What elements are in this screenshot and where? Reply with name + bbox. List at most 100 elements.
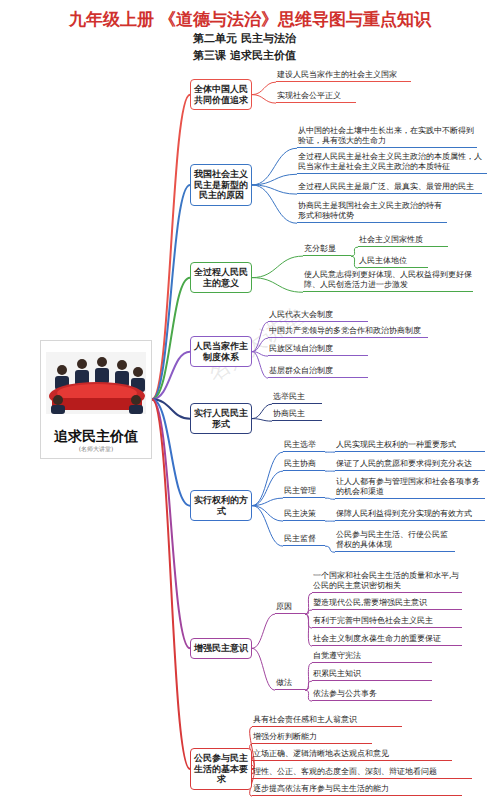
leaf-item: 原因 (275, 602, 305, 614)
branch-line (252, 419, 272, 422)
branch-line (252, 82, 276, 95)
branch-line (252, 148, 297, 185)
leaf-item: 积累民主知识 (312, 669, 432, 681)
branch-line (152, 185, 190, 399)
node-text: 充分彰显 (304, 244, 350, 254)
leaf-item: 理性、公正、客观的态度全面、深刻、辩证地看问题 (252, 767, 472, 779)
illustration-backdrop (46, 352, 146, 414)
branch-box: 实行人民民主形式 (190, 403, 252, 434)
node-text: 实现社会公平正义 (277, 91, 355, 101)
branch-line (252, 352, 268, 379)
person-head (117, 360, 127, 370)
leaf-item: 实现社会公平正义 (276, 91, 356, 103)
node-text: 民主管理 (284, 486, 324, 496)
leaf-item: 增强分析判断能力 (252, 732, 372, 744)
person-head (133, 367, 143, 377)
node-text: 基层群众自治制度 (269, 366, 367, 376)
branch-line (325, 521, 335, 522)
person-head (57, 365, 67, 375)
leaf-item: 民主决策 (283, 509, 325, 521)
leaf-item: 协商民主是我国社会主义民主政治的特有形式和独特优势 (297, 201, 447, 223)
person-head (53, 395, 63, 405)
node-text: 实行权利的方式 (194, 495, 248, 516)
node-text: 协商民主是我国社会主义民主政治的特有形式和独特优势 (298, 201, 446, 221)
node-text: 有利于完善中国特色社会主义民主 (313, 616, 461, 626)
branch-line (351, 256, 358, 268)
branch-line (252, 471, 283, 506)
branch-line (252, 648, 275, 690)
branch-line (252, 256, 303, 278)
leaf-item: 做法 (275, 678, 305, 690)
leaf-item: 人民实现民主权利的一种重要形式 (335, 440, 485, 452)
leaf-item: 民族区域自治制度 (268, 344, 368, 356)
node-text: 社会主义制度永葆生命力的重要保证 (313, 634, 461, 644)
branch-line (152, 95, 190, 400)
branch-box: 我国社会主义民主是新型的民主的原因 (190, 164, 252, 206)
node-text: 全体中国人民共同价值追求 (194, 84, 248, 105)
leaf-item: 充分彰显 (303, 244, 351, 256)
branch-box: 实行权利的方式 (190, 490, 252, 521)
leaf-item: 依法参与公共事务 (312, 689, 432, 701)
node-text: 公民参与民主生活、行使公民监督权的具体体现 (336, 530, 454, 550)
leaf-item: 民主监督 (283, 534, 325, 546)
branch-line (252, 614, 275, 648)
node-text: 增强分析判断能力 (253, 732, 371, 742)
node-text: 实行人民民主形式 (194, 408, 248, 429)
unit-heading: 第二单元 民主与法治 (193, 31, 296, 46)
branch-line (252, 506, 283, 522)
node-text: 依法参与公共事务 (313, 689, 431, 699)
node-text: 让人人都有参与管理国家和社会各项事务的机会和渠道 (336, 477, 484, 497)
node-text: 人民代表大会制度 (269, 310, 367, 320)
leaf-item: 公民参与民主生活、行使公民监督权的具体体现 (335, 530, 455, 552)
leaf-item: 让人人都有参与管理国家和社会各项事务的机会和渠道 (335, 477, 485, 499)
node-text: 民主决策 (284, 509, 324, 519)
branch-line (325, 498, 335, 499)
node-text: 立场正确、逻辑清晰地表达观点和意见 (253, 749, 451, 759)
node-text: 理性、公正、客观的态度全面、深刻、辩证地看问题 (253, 767, 471, 777)
node-text: 公民参与民主生活的基本要求 (194, 753, 248, 785)
leaf-item: 塑造现代公民,需要增强民主意识 (312, 598, 462, 610)
node-text: 做法 (276, 678, 304, 688)
leaf-item: 民主管理 (283, 486, 325, 498)
branch-line (252, 185, 297, 223)
leaf-item: 从中国的社会土壤中生长出来，在实践中不断得到验证，具有强大的生命力 (297, 126, 477, 148)
branch-line (305, 610, 312, 614)
page-title: 九年级上册 《道德与法治》思维导图与重点知识 (0, 8, 500, 31)
person-head (77, 359, 87, 369)
central-topic: 追求民主价值(名师大讲堂) (40, 340, 152, 459)
leaf-item: 一个国家和社会民主生活的质量和水平,与公民的民主意识密切相关 (312, 571, 462, 593)
leaf-item: 全过程人民民主是社会主义民主政治的本质属性，人民当家作主是社会主义民主政治的本质… (297, 152, 487, 174)
leaf-item: 社会主义国家性质 (358, 235, 448, 247)
leaf-item: 具有社会责任感和主人翁意识 (252, 715, 402, 727)
person-body (129, 405, 143, 414)
leaf-item: 基层群众自治制度 (268, 366, 368, 378)
leaf-item: 有利于完善中国特色社会主义民主 (312, 616, 462, 628)
lesson-heading: 第三课 追求民主价值 (193, 48, 296, 63)
node-text: 逐步提高依法有序参与民主生活的能力 (253, 784, 461, 794)
leaf-item: 民主选举 (283, 440, 325, 452)
node-text: 使人民意志得到更好体现、人民权益得到更好保障、人民创造活力进一步激发 (304, 270, 472, 290)
branch-box: 全体中国人民共同价值追求 (190, 79, 252, 110)
node-text: 民族区域自治制度 (269, 344, 367, 354)
branch-box: 人民当家作主制度体系 (190, 336, 252, 367)
node-text: 保证了人民的意愿和要求得到充分表达 (336, 459, 484, 469)
person-head (97, 357, 107, 367)
leaf-item: 社会主义制度永葆生命力的重要保证 (312, 634, 462, 646)
branch-line (325, 452, 335, 453)
leaf-item: 建设人民当家作主的社会主义国家 (276, 70, 411, 82)
leaf-item: 选举民主 (272, 392, 322, 404)
branch-line (252, 174, 297, 185)
branch-line (252, 322, 268, 352)
node-text: 我国社会主义民主是新型的民主的原因 (194, 169, 248, 201)
branch-line (305, 681, 312, 690)
node-text: 全过程人民民主的意义 (194, 267, 248, 288)
branch-line (305, 593, 312, 614)
node-text: 选举民主 (273, 392, 321, 402)
node-text: 民主监督 (284, 534, 324, 544)
leaf-item: 全过程人民民主是最广泛、最真实、最管用的民主 (297, 182, 482, 194)
branch-box: 公民参与民主生活的基本要求 (190, 748, 252, 790)
person-head (131, 395, 141, 405)
node-text: 从中国的社会土壤中生长出来，在实践中不断得到验证，具有强大的生命力 (298, 126, 476, 146)
node-text: 积累民主知识 (313, 669, 431, 679)
